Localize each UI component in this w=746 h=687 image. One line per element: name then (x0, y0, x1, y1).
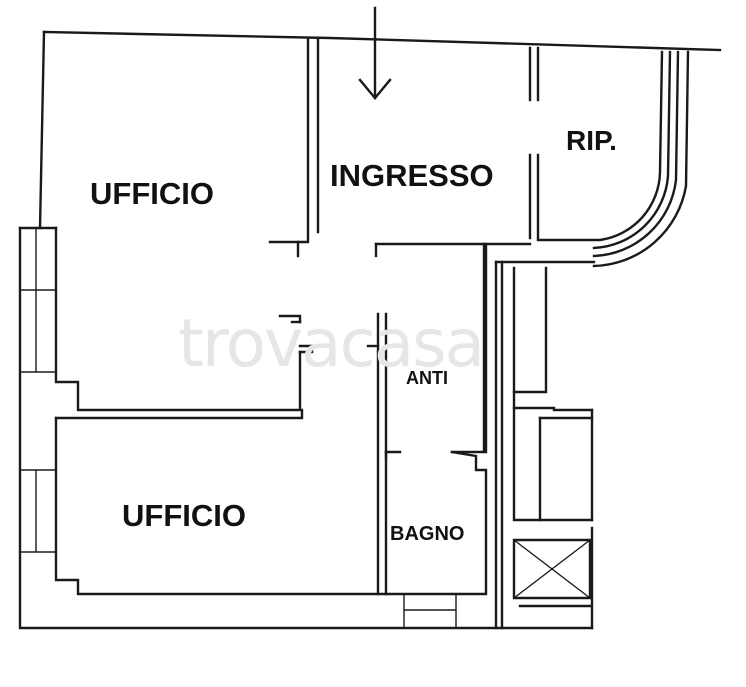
window-left-top (20, 228, 56, 373)
room-label-ufficio-bottom: UFFICIO (122, 498, 246, 533)
room-label-ufficio-top: UFFICIO (90, 176, 214, 211)
room-label-ingresso: INGRESSO (330, 158, 494, 193)
room-label-anti: ANTI (406, 368, 448, 388)
window-bathroom (403, 594, 457, 628)
down-arrow-icon (358, 6, 392, 100)
office-bottom-walls (54, 408, 386, 596)
room-label-ripostiglio: RIP. (566, 125, 617, 156)
storage-walls (484, 46, 690, 268)
window-left-bottom (20, 469, 56, 553)
room-label-bagno: BAGNO (390, 523, 464, 545)
corridor-walls (366, 242, 488, 596)
watermark: trovacasa (178, 305, 483, 382)
outer-walls (18, 30, 722, 630)
stair-shaft (494, 260, 596, 630)
office-top-walls (54, 36, 320, 412)
